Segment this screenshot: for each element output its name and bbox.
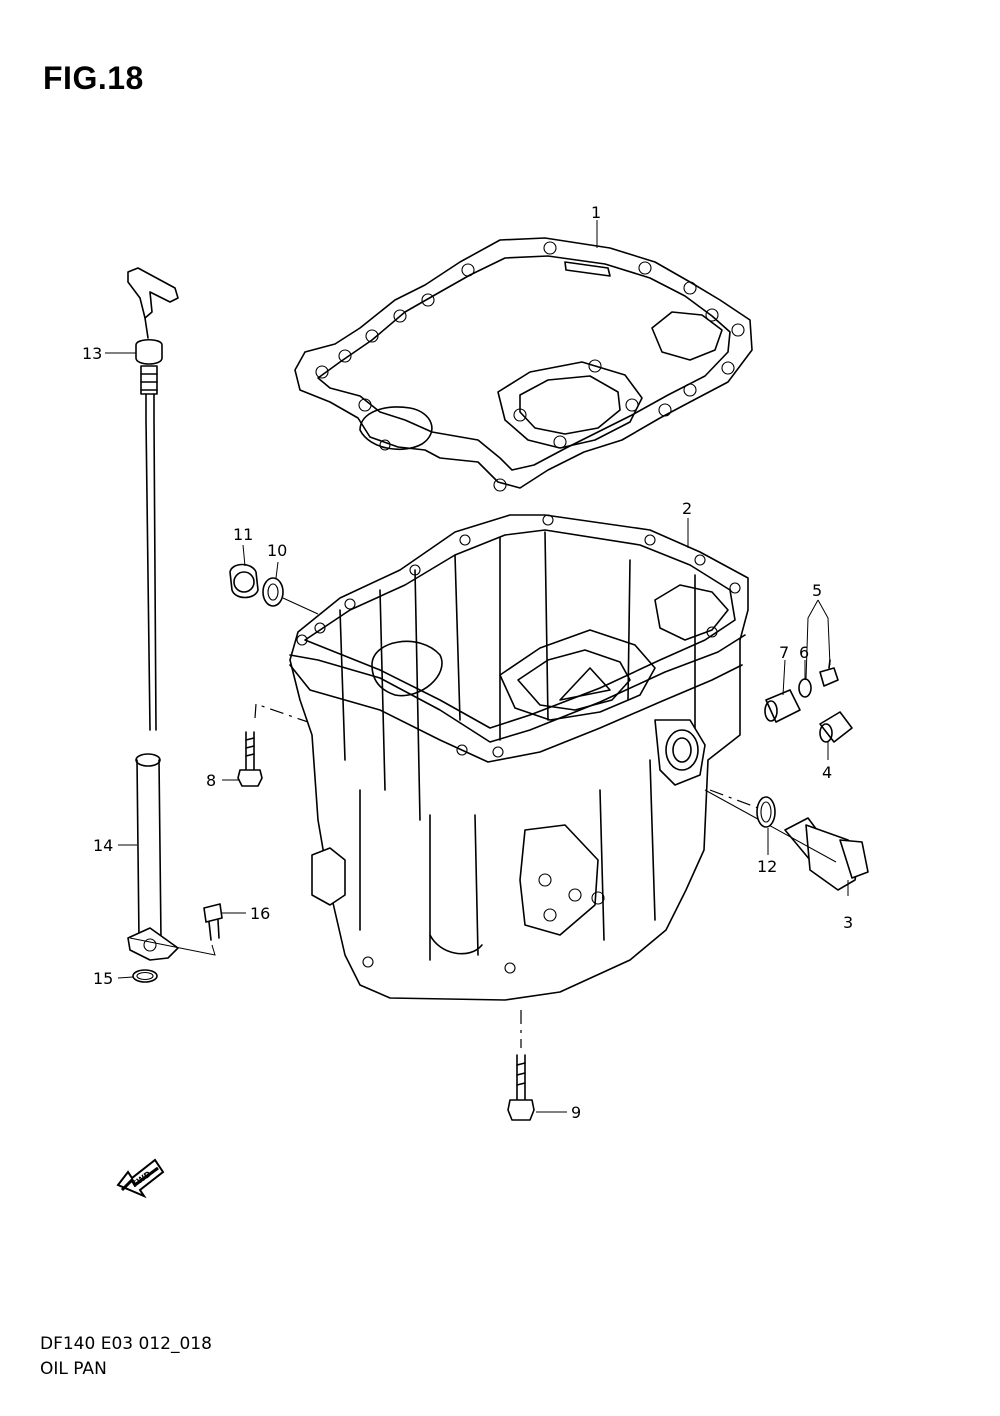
gasket-part-1[interactable] (294, 237, 753, 492)
dipstick-guide-part-14[interactable] (127, 753, 179, 961)
callout-7: 7 (779, 643, 789, 662)
fitting-part-5[interactable] (819, 659, 839, 687)
callout-leaders (105, 220, 849, 1113)
cap-part-4[interactable] (819, 711, 853, 743)
fwd-direction-arrow: FWD (116, 1158, 165, 1199)
washer-part-10[interactable] (262, 577, 319, 615)
bolt-part-16[interactable] (129, 903, 223, 956)
callout-15: 15 (93, 969, 113, 988)
callout-2: 2 (682, 499, 692, 518)
oil-pan-part-2[interactable] (289, 514, 749, 1001)
callout-labels: 1 2 3 4 5 6 7 8 9 10 11 12 13 14 15 16 (82, 203, 853, 1122)
callout-9: 9 (571, 1103, 581, 1122)
callout-12: 12 (757, 857, 777, 876)
plug-part-7[interactable] (764, 689, 801, 723)
callout-13: 13 (82, 344, 102, 363)
callout-10: 10 (267, 541, 287, 560)
callout-6: 6 (799, 643, 809, 662)
model-code: DF140 E03 012_018 (40, 1334, 212, 1354)
o-ring-part-15[interactable] (132, 969, 158, 983)
plug-part-11[interactable] (229, 563, 259, 599)
callout-14: 14 (93, 836, 113, 855)
bolt-part-8[interactable] (237, 703, 309, 787)
callout-4: 4 (822, 763, 832, 782)
ring-part-6[interactable] (798, 678, 812, 698)
ring-part-12[interactable] (709, 789, 776, 828)
callout-8: 8 (206, 771, 216, 790)
callout-11: 11 (233, 525, 253, 544)
bolt-part-9[interactable] (507, 1010, 535, 1121)
callout-3: 3 (843, 913, 853, 932)
dipstick-part-13[interactable] (127, 267, 179, 731)
callout-1: 1 (591, 203, 601, 222)
callout-5: 5 (812, 581, 822, 600)
callout-16: 16 (250, 904, 270, 923)
figure-name: OIL PAN (40, 1359, 107, 1379)
figure-title: FIG.18 (43, 60, 144, 96)
drain-plug-part-3[interactable] (704, 789, 869, 891)
